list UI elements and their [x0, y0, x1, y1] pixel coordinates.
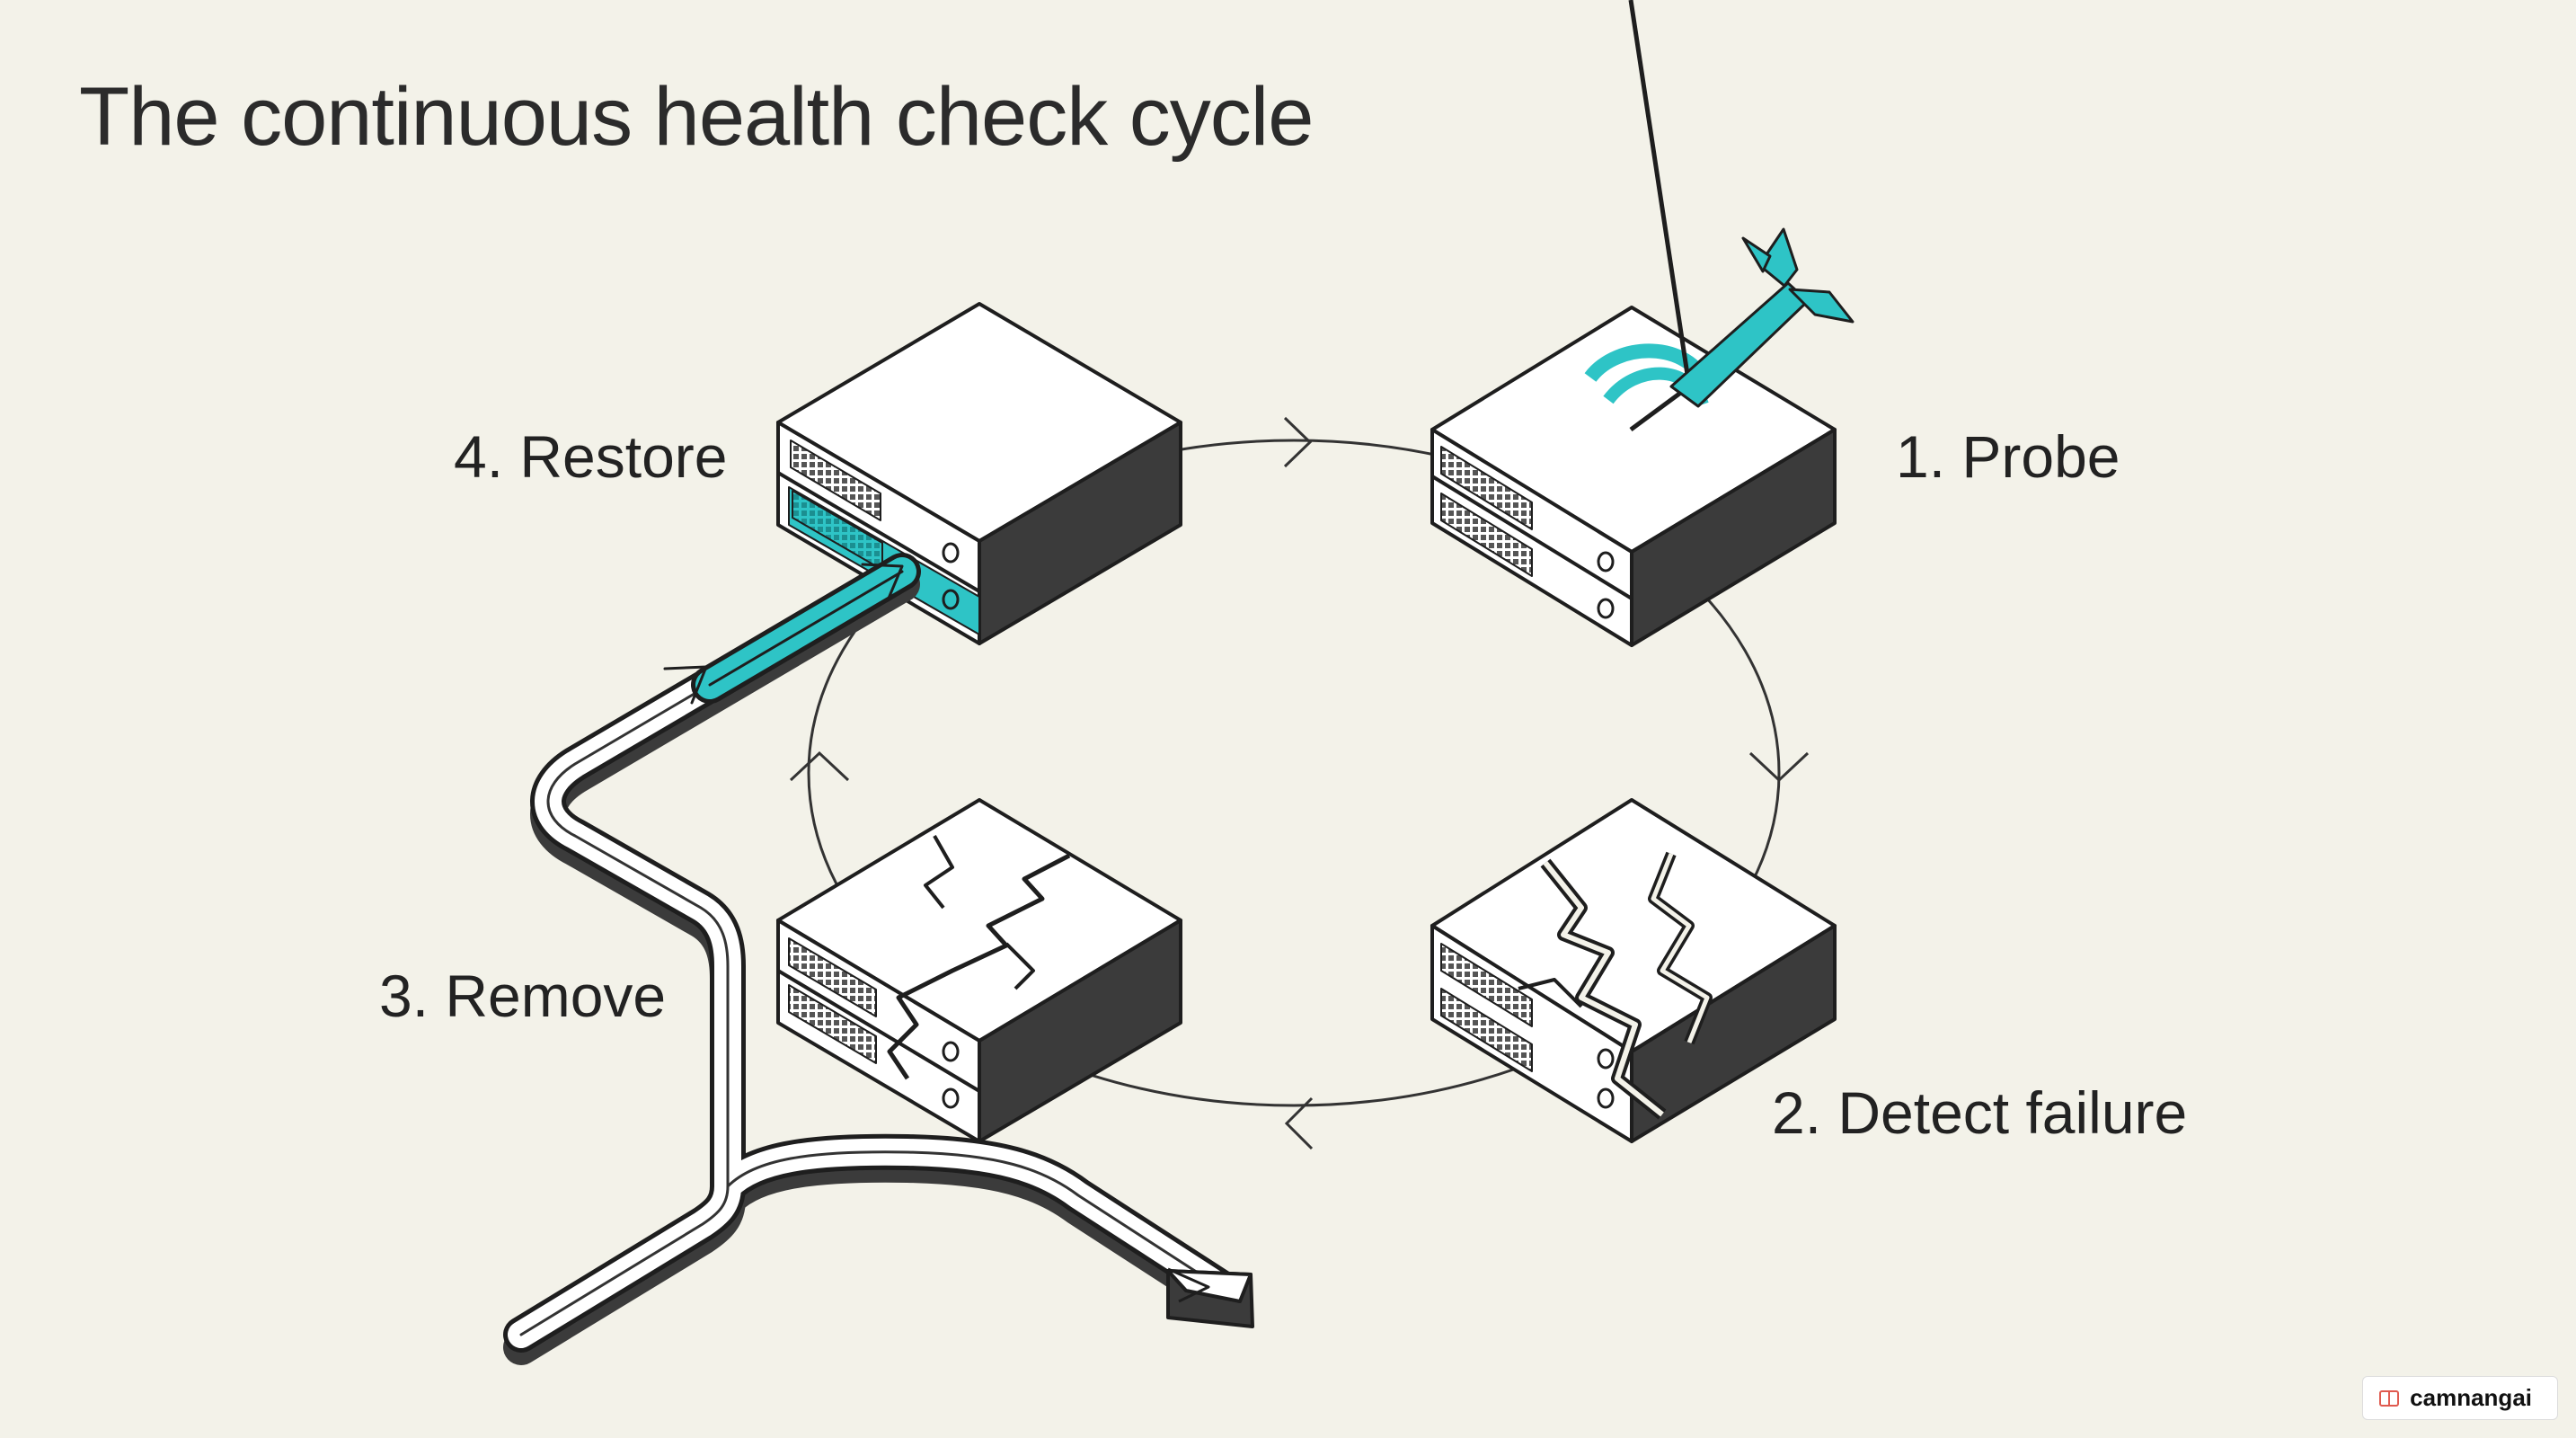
watermark-badge: camnangai [2362, 1376, 2558, 1420]
step-detect-label: 2. Detect failure [1772, 1079, 2188, 1146]
cycle-arrow-icon [789, 416, 1810, 1150]
path-arrowhead [1166, 1267, 1254, 1328]
step-probe-label: 1. Probe [1896, 423, 2120, 490]
book-icon [2379, 1389, 2400, 1407]
server-restore [776, 302, 1182, 645]
cracked-server-icon [1430, 798, 1837, 1143]
page-title: The continuous health check cycle [79, 71, 1314, 163]
routing-path-icon [503, 553, 1249, 1365]
watermark-text: camnangai [2410, 1384, 2532, 1411]
dart-icon [1584, 0, 1855, 432]
server-remove [776, 798, 1182, 1143]
step-remove-label: 3. Remove [379, 963, 667, 1029]
step-restore-label: 4. Restore [454, 423, 728, 490]
